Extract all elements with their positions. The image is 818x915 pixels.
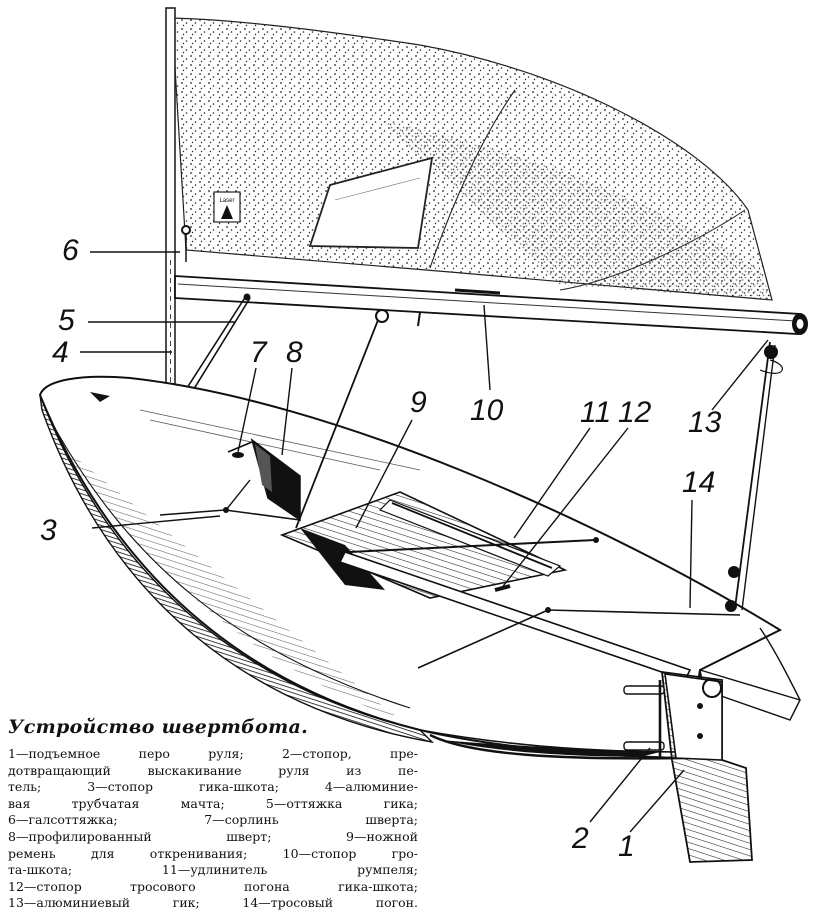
- caption-line: дотвращающий выскакивание руля из пе-: [8, 762, 418, 778]
- callout-10: 10: [470, 394, 504, 427]
- caption-line: 6—галсоттяжка; 7—сорлинь шверта;: [8, 812, 418, 828]
- callout-11: 11: [580, 396, 611, 429]
- caption-line: 12—стопор тросового погона гика-шкота;: [8, 878, 418, 894]
- callout-5: 5: [58, 304, 75, 337]
- callout-6: 6: [62, 234, 79, 267]
- callout-4: 4: [52, 336, 69, 369]
- callout-7: 7: [250, 336, 268, 369]
- caption-title: Устройство швертбота.: [8, 716, 309, 738]
- boom: [174, 275, 808, 335]
- rudder: [623, 670, 753, 863]
- caption-line: 8—профилированный шверт; 9—ножной: [8, 828, 418, 844]
- svg-text:Laser: Laser: [219, 198, 234, 204]
- sail-class-badge: Laser: [213, 191, 241, 223]
- callout-1: 1: [618, 830, 635, 863]
- callout-9: 9: [410, 386, 427, 419]
- caption-text: 1—подъемное перо руля; 2—стопор, пре- до…: [8, 746, 418, 912]
- sail: Laser: [171, 17, 773, 301]
- callout-numbers: 6 5 4 3 7 8 9 10 11 12 13 14 2 1: [40, 234, 722, 863]
- caption-line: вая трубчатая мачта; 5—оттяжка гика;: [8, 795, 418, 811]
- caption-line: та-шкота; 11—удлинитель румпеля;: [8, 862, 418, 878]
- caption-line: ремень для откренивания; 10—стопор гро-: [8, 845, 418, 861]
- callout-13: 13: [688, 406, 722, 439]
- caption-line: тель; 3—стопор гика-шкота; 4—алюминие-: [8, 779, 418, 795]
- callout-8: 8: [286, 336, 303, 369]
- caption-line: 13—алюминиевый гик; 14—тросовый погон.: [8, 895, 418, 911]
- caption: Устройство швертбота. 1—подъемное перо р…: [8, 716, 418, 912]
- callout-14: 14: [682, 466, 715, 499]
- callout-2: 2: [571, 822, 589, 855]
- caption-line: 1—подъемное перо руля; 2—стопор, пре-: [8, 746, 418, 761]
- mainsheet: [159, 309, 783, 669]
- cockpit: [279, 491, 568, 599]
- hull: [38, 375, 801, 760]
- leader-lines: [80, 251, 769, 833]
- callout-12: 12: [618, 396, 652, 429]
- callout-3: 3: [40, 514, 57, 547]
- centerboard: [227, 438, 301, 522]
- sail-window: [308, 156, 434, 249]
